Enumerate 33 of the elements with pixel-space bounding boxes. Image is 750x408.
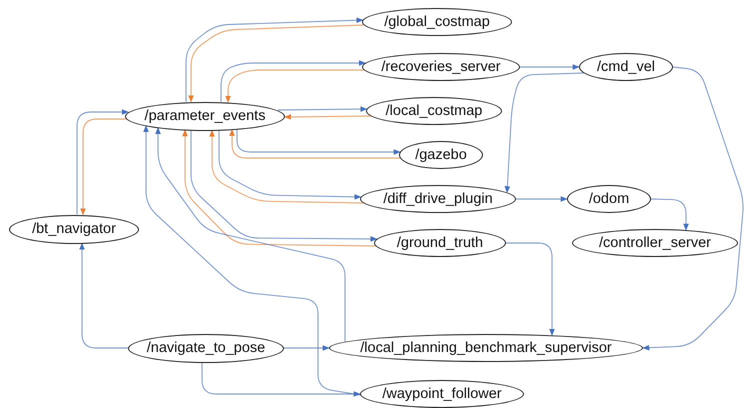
arrow bbox=[80, 118, 128, 216]
topic-ellipse: /waypoint_follower bbox=[360, 380, 524, 408]
topic-ellipse: /odom bbox=[567, 185, 651, 213]
topic-ellipse: /navigate_to_pose bbox=[128, 334, 284, 362]
topic-ellipse: /cmd_vel bbox=[579, 53, 673, 81]
arrow bbox=[79, 242, 128, 348]
topic-ellipse: /recoveries_server bbox=[362, 53, 520, 81]
topic-ellipse: /global_costmap bbox=[362, 8, 512, 36]
arrow bbox=[520, 64, 580, 70]
arrow bbox=[504, 72, 584, 194]
arrow bbox=[284, 114, 371, 120]
arrow bbox=[236, 128, 401, 155]
topic-ellipse: /parameter_events bbox=[125, 102, 285, 130]
arrow bbox=[225, 70, 364, 103]
arrow bbox=[516, 196, 568, 202]
arrow bbox=[229, 128, 400, 158]
arrow bbox=[155, 127, 346, 342]
arrow bbox=[143, 125, 361, 396]
topic-ellipse: /local_planning_benchmark_supervisor bbox=[329, 334, 643, 362]
arrow bbox=[642, 66, 744, 351]
arrow bbox=[277, 106, 368, 112]
topic-ellipse: /local_costmap bbox=[366, 97, 502, 125]
arrow bbox=[220, 60, 366, 102]
arrow bbox=[76, 109, 129, 215]
arrow bbox=[202, 362, 361, 397]
arrow bbox=[284, 345, 330, 351]
arrow bbox=[506, 242, 555, 336]
topic-ellipse: /bt_navigator bbox=[9, 214, 139, 244]
topic-ellipse: /gazebo bbox=[399, 141, 483, 169]
topic-ellipse: /ground_truth bbox=[374, 229, 506, 257]
topic-ellipse: /diff_drive_plugin bbox=[360, 185, 516, 213]
arrow bbox=[650, 198, 689, 231]
topic-ellipse: /controller_server bbox=[572, 229, 738, 257]
